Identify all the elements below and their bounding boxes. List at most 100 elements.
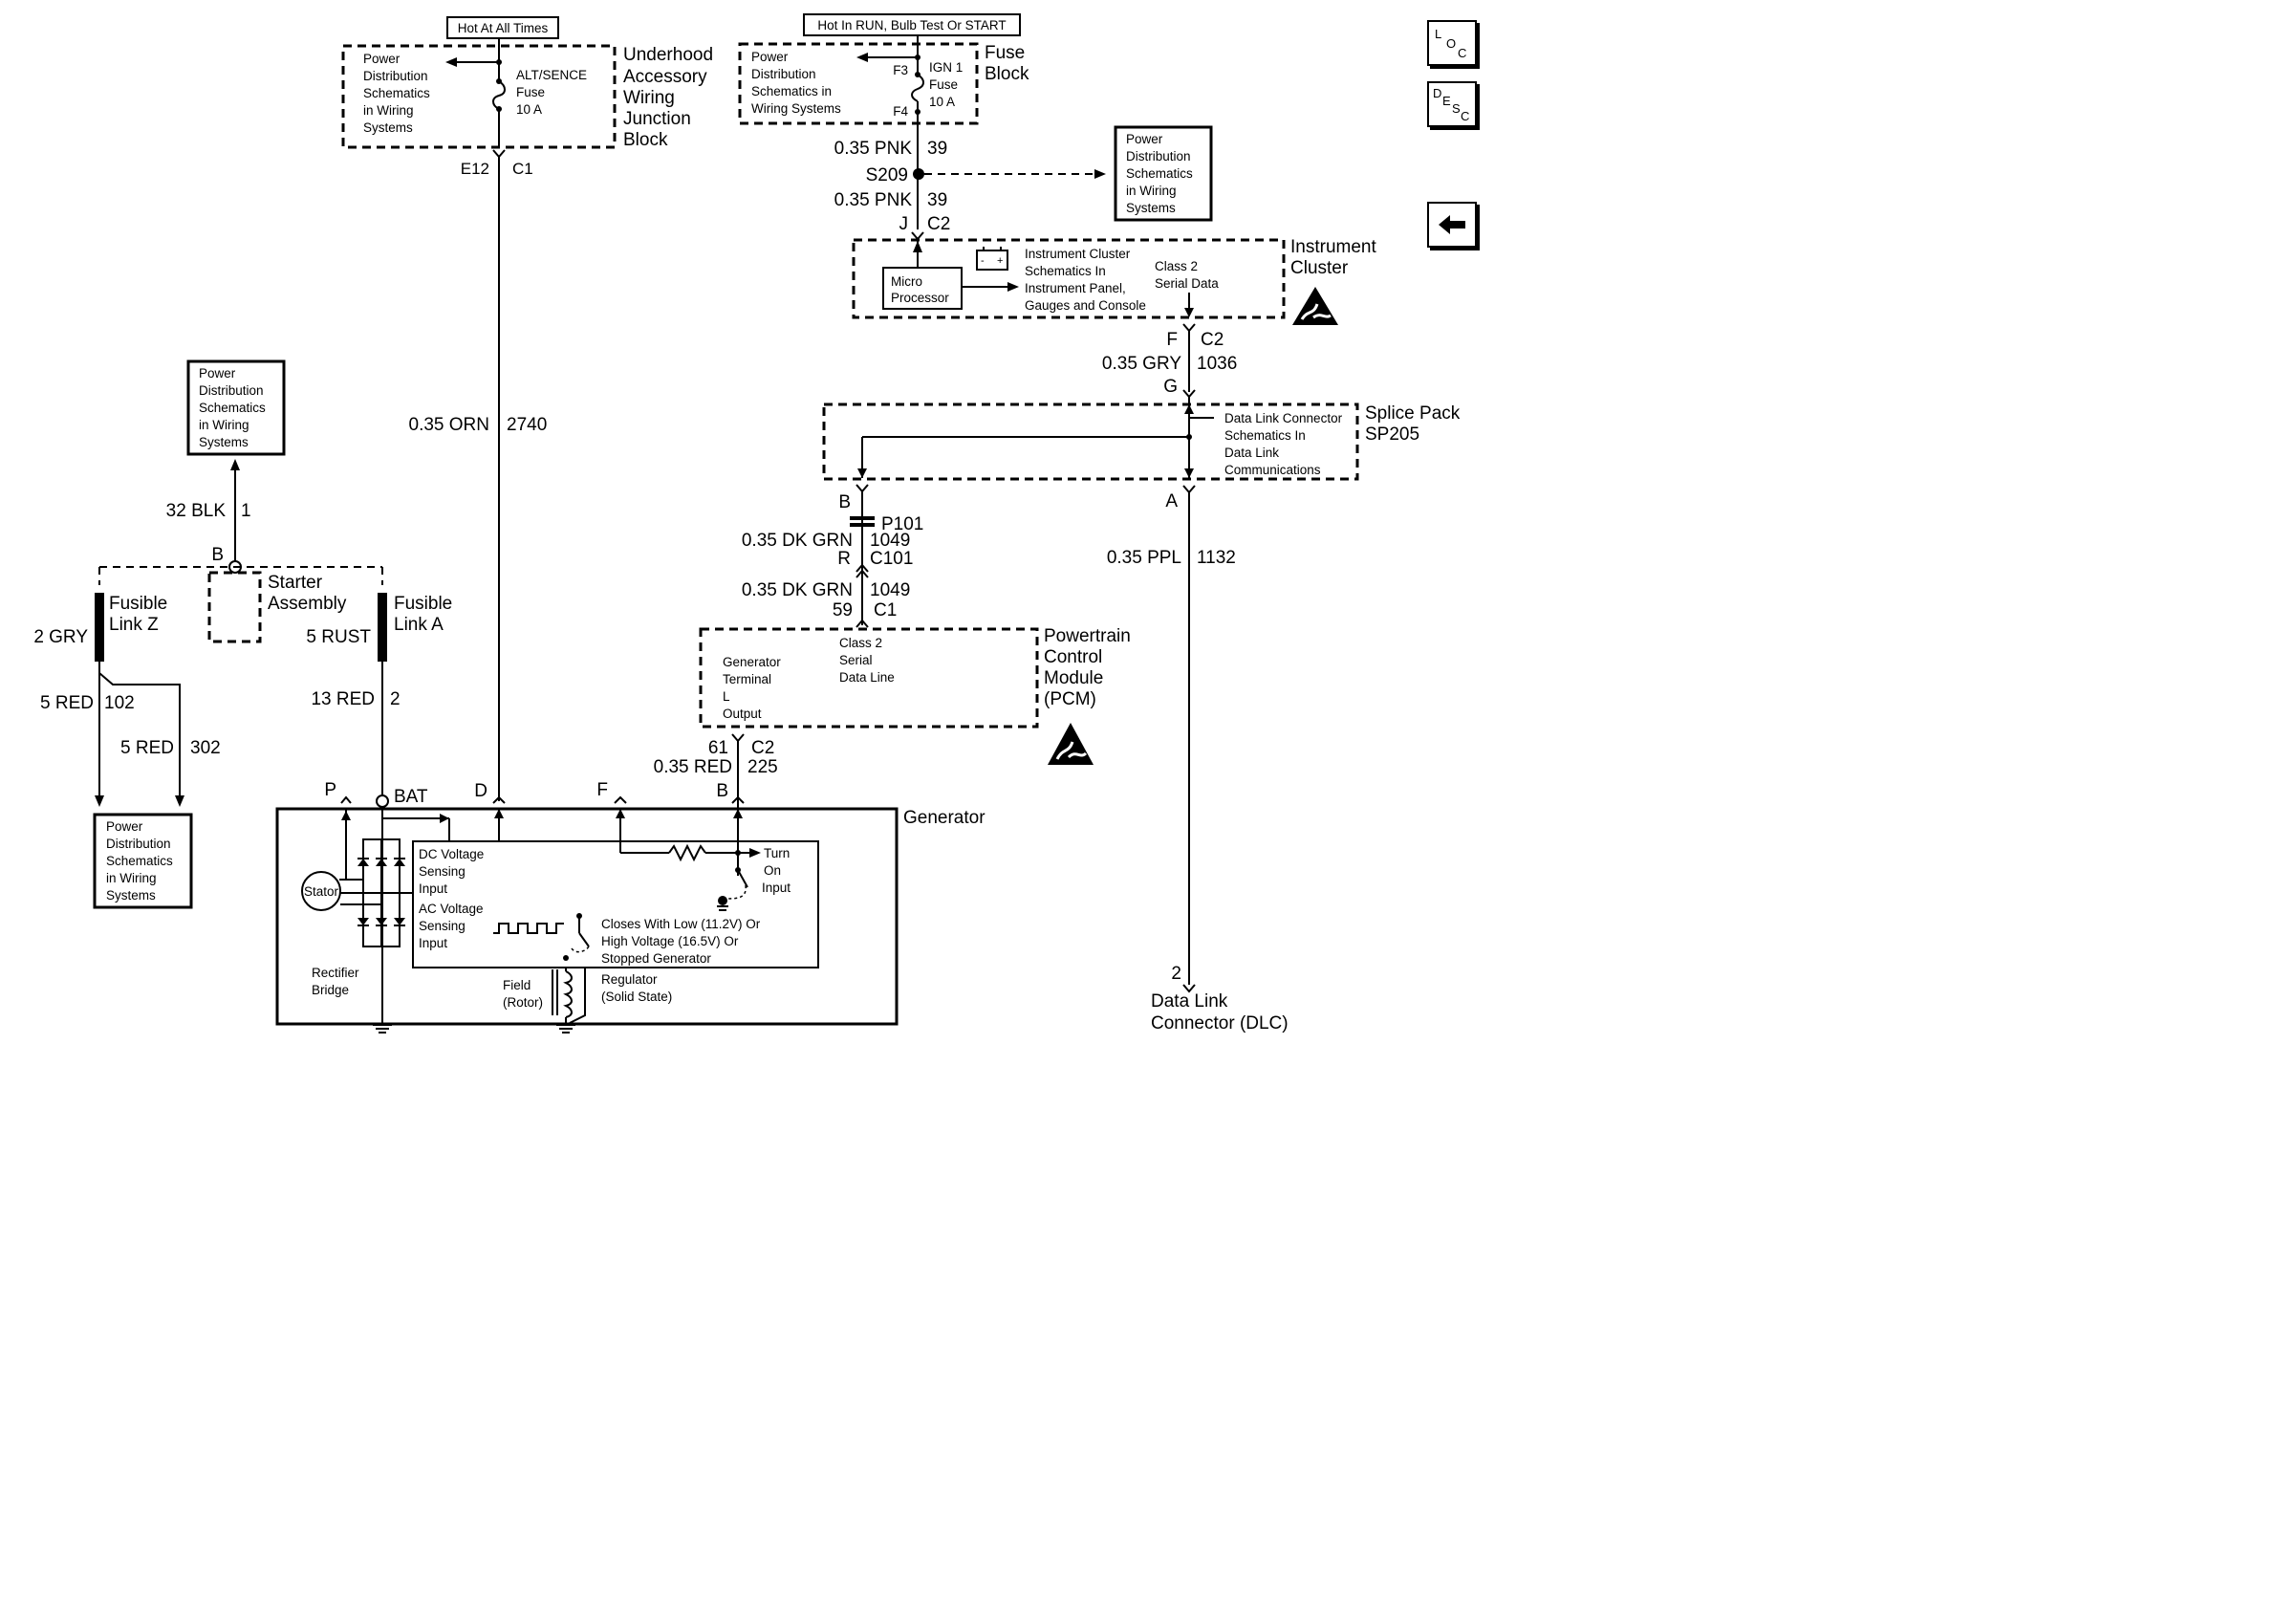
svg-text:Closes With Low (11.2V) Or: Closes With Low (11.2V) Or: [601, 917, 761, 931]
desc-button[interactable]: D E S C: [1427, 81, 1477, 127]
svg-text:Schematics: Schematics: [1126, 166, 1193, 181]
svg-text:1036: 1036: [1197, 354, 1237, 374]
svg-text:Schematics: Schematics: [363, 86, 430, 100]
resistor-icon: [668, 843, 706, 862]
back-button[interactable]: [1427, 202, 1477, 248]
svg-text:Schematics: Schematics: [106, 854, 173, 868]
svg-text:Assembly: Assembly: [268, 594, 347, 614]
svg-text:225: 225: [747, 757, 778, 777]
splice-s209-dot: [913, 168, 924, 180]
svg-text:Instrument Panel,: Instrument Panel,: [1025, 281, 1126, 295]
loc-button[interactable]: L O C: [1427, 20, 1477, 66]
generator-block: Generator P BAT D F B: [275, 780, 986, 1033]
svg-text:C2: C2: [751, 738, 774, 758]
svg-text:Powertrain: Powertrain: [1044, 626, 1131, 646]
svg-text:Block: Block: [985, 64, 1029, 84]
svg-text:Schematics in: Schematics in: [751, 84, 832, 98]
esd-warning-icon: [1292, 287, 1338, 325]
svg-text:F: F: [1166, 330, 1178, 350]
arrow-left-icon: [445, 57, 457, 67]
splice-pack-block: Data Link Connector Schematics In Data L…: [822, 397, 1359, 481]
svg-text:Distribution: Distribution: [1126, 149, 1191, 163]
svg-text:C1: C1: [512, 160, 533, 178]
generator-title: Generator: [903, 808, 986, 828]
fusible-link-a-icon: [378, 593, 387, 662]
svg-text:Input: Input: [419, 936, 447, 950]
svg-text:Class 2: Class 2: [839, 636, 882, 650]
svg-text:Gauges and Console: Gauges and Console: [1025, 298, 1146, 313]
svg-text:Instrument Cluster: Instrument Cluster: [1025, 247, 1131, 261]
back-arrow-icon: [1439, 215, 1465, 234]
svg-text:L: L: [723, 689, 730, 704]
svg-text:Schematics In: Schematics In: [1025, 264, 1106, 278]
svg-text:302: 302: [190, 738, 221, 758]
instrument-cluster-block: Micro Processor - + Instrument Cluster S…: [852, 238, 1286, 319]
fuse-block: Power Distribution Schematics in Wiring …: [738, 42, 979, 125]
svg-text:Block: Block: [623, 130, 668, 150]
svg-text:Accessory: Accessory: [623, 67, 707, 87]
svg-text:Power: Power: [363, 52, 401, 66]
svg-text:Serial Data: Serial Data: [1155, 276, 1219, 291]
svg-text:Turn: Turn: [764, 846, 790, 860]
svg-text:Terminal: Terminal: [723, 672, 771, 686]
svg-text:13 RED: 13 RED: [311, 689, 375, 709]
svg-text:Junction: Junction: [623, 109, 691, 129]
svg-text:Power: Power: [106, 819, 143, 834]
svg-text:Serial: Serial: [839, 653, 873, 667]
svg-text:Distribution: Distribution: [363, 69, 428, 83]
svg-text:B: B: [838, 492, 851, 512]
svg-text:Generator: Generator: [723, 655, 781, 669]
power-dist-box-underhood: Power Distribution Schematics in Wiring …: [363, 52, 430, 135]
connector-e12-icon: [492, 149, 506, 159]
svg-text:Distribution: Distribution: [106, 837, 171, 851]
svg-text:On: On: [764, 863, 781, 878]
svg-text:Class 2: Class 2: [1155, 259, 1198, 273]
svg-text:F: F: [596, 780, 608, 800]
ground-icon: [556, 1024, 575, 1033]
svg-text:Link A: Link A: [394, 615, 444, 635]
svg-text:Systems: Systems: [363, 120, 413, 135]
svg-text:Field: Field: [503, 978, 531, 992]
svg-text:Sensing: Sensing: [419, 919, 466, 933]
esd-warning-icon: [1048, 723, 1094, 765]
svg-text:Fuse: Fuse: [516, 85, 545, 99]
svg-text:SP205: SP205: [1365, 424, 1419, 445]
underhood-junction-block: Power Distribution Schematics in Wiring …: [341, 44, 617, 149]
rectifier-diodes-icon: [357, 858, 405, 926]
svg-text:2740: 2740: [507, 415, 547, 435]
svg-text:Power: Power: [1126, 132, 1163, 146]
p101-icon: [850, 516, 875, 520]
svg-text:1132: 1132: [1197, 548, 1236, 568]
svg-text:61: 61: [708, 738, 728, 758]
svg-text:Data Link: Data Link: [1224, 446, 1279, 460]
svg-text:Stator: Stator: [304, 884, 339, 899]
dlc-title: Data Link: [1151, 991, 1228, 1012]
svg-text:DC Voltage: DC Voltage: [419, 847, 484, 861]
power-dist-box-left-bottom: Power Distribution Schematics in Wiring …: [93, 813, 193, 909]
svg-text:Communications: Communications: [1224, 463, 1321, 477]
svg-text:Hot In RUN, Bulb Test Or START: Hot In RUN, Bulb Test Or START: [817, 18, 1006, 33]
svg-text:Processor: Processor: [891, 291, 949, 305]
svg-text:S209: S209: [866, 165, 908, 185]
wiring-schematic: Hot At All Times Power Distribution Sche…: [33, 13, 1461, 1033]
svg-text:High Voltage (16.5V) Or: High Voltage (16.5V) Or: [601, 934, 739, 948]
svg-text:in Wiring: in Wiring: [199, 418, 249, 432]
svg-text:C2: C2: [927, 214, 950, 234]
svg-text:Instrument: Instrument: [1290, 237, 1376, 257]
svg-text:0.35 DK GRN: 0.35 DK GRN: [742, 580, 853, 600]
svg-text:10 A: 10 A: [516, 102, 542, 117]
svg-text:2: 2: [1171, 964, 1181, 984]
svg-text:C2: C2: [1201, 330, 1224, 350]
underhood-title: Underhood Accessory Wiring Junction Bloc…: [623, 45, 713, 150]
svg-text:Data Link Connector: Data Link Connector: [1224, 411, 1343, 425]
svg-text:0.35 ORN: 0.35 ORN: [409, 415, 489, 435]
svg-text:Systems: Systems: [199, 435, 249, 449]
svg-text:39: 39: [927, 190, 947, 210]
svg-text:Cluster: Cluster: [1290, 258, 1349, 278]
svg-text:2 GRY: 2 GRY: [33, 627, 88, 647]
svg-text:(PCM): (PCM): [1044, 689, 1096, 709]
svg-text:0.35 PNK: 0.35 PNK: [834, 139, 913, 159]
svg-text:Schematics: Schematics: [199, 401, 266, 415]
svg-text:1049: 1049: [870, 580, 910, 600]
starter-assembly-box: [207, 571, 262, 643]
